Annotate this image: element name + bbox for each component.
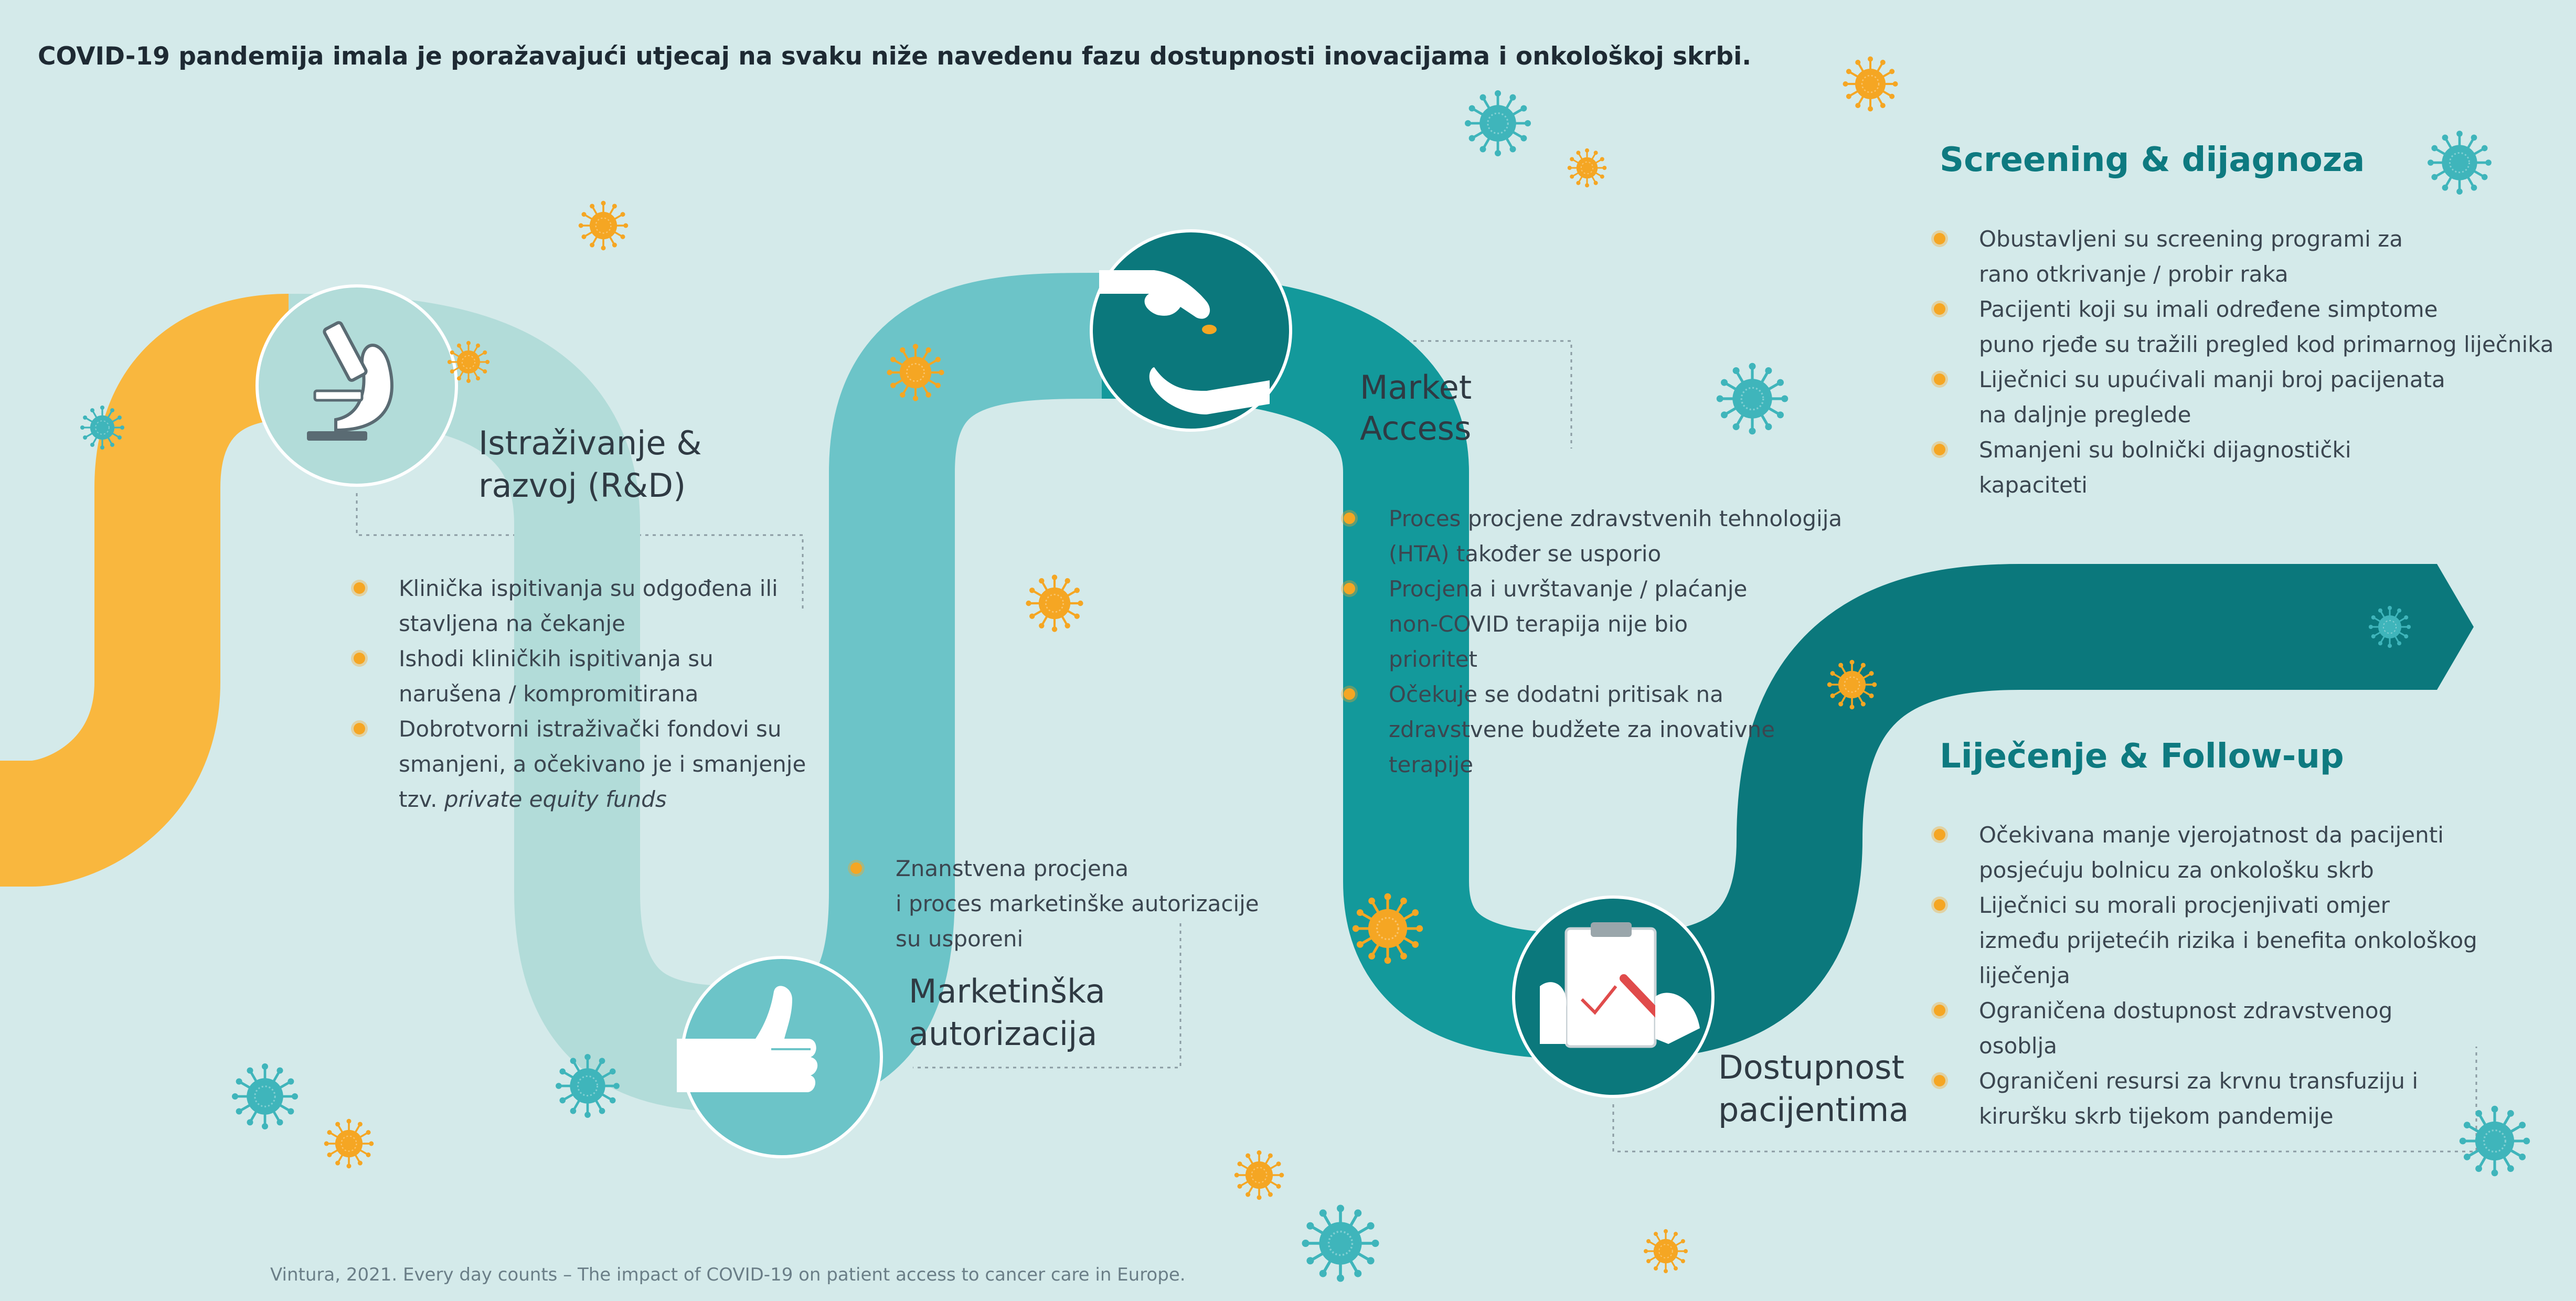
stage-title-line: Access bbox=[1360, 409, 1472, 447]
virus-icon bbox=[1827, 659, 1877, 710]
stage-circle-rd bbox=[256, 284, 458, 487]
virus-icon bbox=[556, 1054, 620, 1118]
stage-title-line: Istraživanje & bbox=[478, 424, 702, 462]
virus-icon bbox=[1465, 90, 1531, 156]
road-segment-rd bbox=[0, 294, 290, 887]
virus-icon bbox=[447, 340, 490, 383]
stage-circle-patients bbox=[1512, 895, 1715, 1098]
treatment-bullet-list: Očekivana manje vjerojatnost da pacijent… bbox=[1931, 817, 2477, 1134]
virus-icon bbox=[1026, 574, 1083, 632]
virus-decorations bbox=[80, 56, 2530, 1282]
stage-title-line: Marketinška bbox=[909, 972, 1105, 1010]
virus-icon bbox=[1644, 1229, 1688, 1273]
virus-icon bbox=[578, 200, 629, 251]
stage-title-line: Dostupnost bbox=[1718, 1048, 1904, 1086]
virus-icon bbox=[324, 1118, 374, 1169]
access-bullet-list: Proces procjene zdravstvenih tehnologija… bbox=[1340, 501, 1842, 782]
stage-title-ma: Marketinška autorizacija bbox=[909, 971, 1105, 1055]
virus-icon bbox=[1716, 362, 1789, 435]
stage-title-line: razvoj (R&D) bbox=[478, 466, 686, 505]
page-title: COVID-19 pandemija imala je poražavajući… bbox=[38, 42, 1752, 71]
virus-icon bbox=[2428, 131, 2492, 195]
list-item: Očekivana manje vjerojatnost da pacijent… bbox=[1931, 817, 2477, 888]
stage-title-line: Market bbox=[1360, 368, 1472, 407]
italic-term: private equity funds bbox=[444, 786, 667, 812]
virus-icon bbox=[232, 1063, 298, 1129]
stage-circle-access bbox=[1090, 229, 1292, 432]
stage-title-line: pacijentima bbox=[1718, 1090, 1909, 1129]
stage-circle-ma bbox=[677, 956, 883, 1158]
virus-icon bbox=[1843, 56, 1898, 112]
stage-title-patients: Dostupnost pacijentima bbox=[1718, 1047, 1909, 1131]
clipboard-icon bbox=[1540, 922, 1700, 1048]
connector-access bbox=[1296, 340, 1572, 449]
list-item: Ograničeni resursi za krvnu transfuziju … bbox=[1931, 1063, 2477, 1134]
virus-icon bbox=[1302, 1204, 1379, 1282]
stage-title-rd: Istraživanje & razvoj (R&D) bbox=[478, 422, 702, 507]
hands-pill-icon bbox=[1099, 270, 1270, 414]
virus-icon bbox=[1567, 148, 1607, 188]
road-arrow-head bbox=[2382, 564, 2474, 690]
list-item: Proces procjene zdravstvenih tehnologija… bbox=[1340, 501, 1842, 571]
source-citation: Vintura, 2021. Every day counts – The im… bbox=[270, 1264, 1186, 1285]
virus-icon bbox=[1234, 1150, 1284, 1200]
stage-title-line: autorizacija bbox=[909, 1014, 1098, 1053]
thumbs-up-icon bbox=[677, 986, 818, 1092]
virus-icon bbox=[2368, 605, 2411, 648]
stage-title-access: Market Access bbox=[1360, 367, 1472, 449]
treatment-title: Liječenje & Follow-up bbox=[1940, 737, 2344, 776]
virus-icon bbox=[1352, 893, 1423, 964]
list-item: Liječnici su upućivali manji broj pacije… bbox=[1931, 362, 2554, 432]
screening-title: Screening & dijagnoza bbox=[1940, 141, 2365, 179]
microscope-icon bbox=[307, 321, 393, 441]
list-item: Pacijenti koji su imali određene simptom… bbox=[1931, 292, 2554, 362]
virus-icon bbox=[80, 406, 124, 450]
virus-icon bbox=[887, 344, 944, 401]
virus-icon bbox=[2459, 1105, 2530, 1177]
connector-treatment bbox=[1612, 1047, 2477, 1153]
